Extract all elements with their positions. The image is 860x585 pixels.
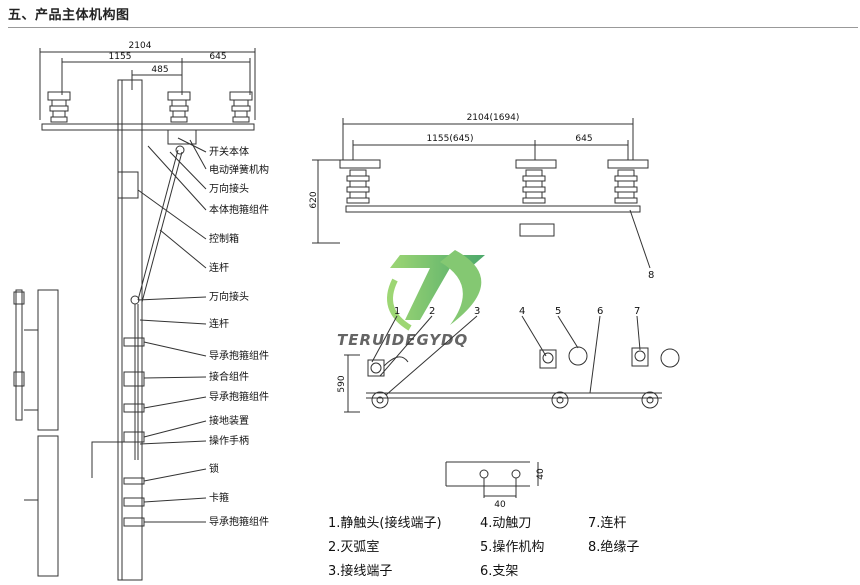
- front-dim-left: 1155(645): [426, 134, 473, 144]
- callout-5: 5: [555, 306, 561, 317]
- watermark-text: TERUIDEGYDQ: [337, 331, 468, 349]
- legend-item-3: 3.接线端子: [328, 563, 392, 579]
- legend-item-7: 7.连杆: [588, 515, 626, 531]
- front-dim-overall: 2104(1694): [467, 113, 520, 123]
- front-view: [312, 118, 651, 269]
- front-dim-height: 620: [309, 191, 319, 208]
- left-dimensions: 2104 1155 485 645: [109, 41, 227, 75]
- callout-4: 4: [519, 306, 525, 317]
- legend-item-1: 1.静触头(接线端子): [328, 515, 442, 531]
- side-dim-height: 590: [337, 375, 347, 392]
- pole-elevation-view: [13, 48, 256, 581]
- watermark-logo: TERUIDEGYDQ: [337, 250, 485, 349]
- detail-dim-width: 40: [494, 500, 506, 510]
- header-divider: [8, 27, 858, 28]
- callout-6: 6: [597, 306, 603, 317]
- label-body-clamp: 本体抱箍组件: [209, 203, 269, 216]
- parts-legend: 1.静触头(接线端子) 4.动触刀 7.连杆 2.灭弧室 5.操作机构 8.绝缘…: [328, 515, 639, 579]
- callout-2: 2: [429, 306, 435, 317]
- label-grounding: 接地装置: [209, 414, 249, 427]
- label-rod-1: 连杆: [209, 261, 229, 274]
- side-view: [344, 315, 680, 413]
- front-dim-right: 645: [575, 134, 592, 144]
- label-handle: 操作手柄: [209, 434, 249, 447]
- label-guide-clamp-3: 导承抱箍组件: [209, 515, 269, 528]
- legend-item-2: 2.灭弧室: [328, 539, 379, 555]
- label-control-box: 控制箱: [209, 232, 239, 245]
- callout-3: 3: [474, 306, 480, 317]
- legend-item-5: 5.操作机构: [480, 539, 544, 555]
- legend-item-4: 4.动触刀: [480, 516, 531, 531]
- detail-dim-height: 40: [536, 468, 546, 480]
- label-universal-joint-1: 万向接头: [209, 182, 249, 195]
- left-labels: 开关本体 电动弹簧机构 万向接头 本体抱箍组件 控制箱 连杆 万向接头 连杆 导…: [209, 145, 269, 528]
- label-universal-joint-2: 万向接头: [209, 290, 249, 303]
- label-rod-2: 连杆: [209, 317, 229, 330]
- label-switch-body: 开关本体: [209, 145, 249, 158]
- callout-7: 7: [634, 306, 640, 317]
- label-guide-clamp-2: 导承抱箍组件: [209, 390, 269, 403]
- label-hoop: 卡箍: [209, 491, 229, 504]
- structure-diagram: 2104 1155 485 645 开关本体 电动弹簧机构 万向接头 本体抱箍组…: [13, 41, 680, 581]
- label-lock: 锁: [209, 462, 219, 475]
- callout-8: 8: [648, 270, 654, 281]
- callout-1: 1: [394, 306, 400, 317]
- front-view-dims: 2104(1694) 1155(645) 645 620 8: [309, 113, 654, 281]
- legend-item-6: 6.支架: [480, 564, 518, 579]
- mounting-detail: [445, 461, 539, 498]
- dim-left: 1155: [109, 52, 132, 62]
- dim-mid: 485: [151, 65, 168, 75]
- label-spring-mechanism: 电动弹簧机构: [209, 163, 269, 176]
- legend-item-8: 8.绝缘子: [588, 539, 639, 555]
- label-engage-assembly: 接合组件: [209, 370, 249, 383]
- dim-right: 645: [209, 52, 226, 62]
- section-title: 五、产品主体机构图: [8, 8, 130, 23]
- dim-overall: 2104: [129, 41, 152, 51]
- side-view-callouts: 1 2 3 4 5 6 7 590: [337, 306, 640, 393]
- label-guide-clamp-1: 导承抱箍组件: [209, 349, 269, 362]
